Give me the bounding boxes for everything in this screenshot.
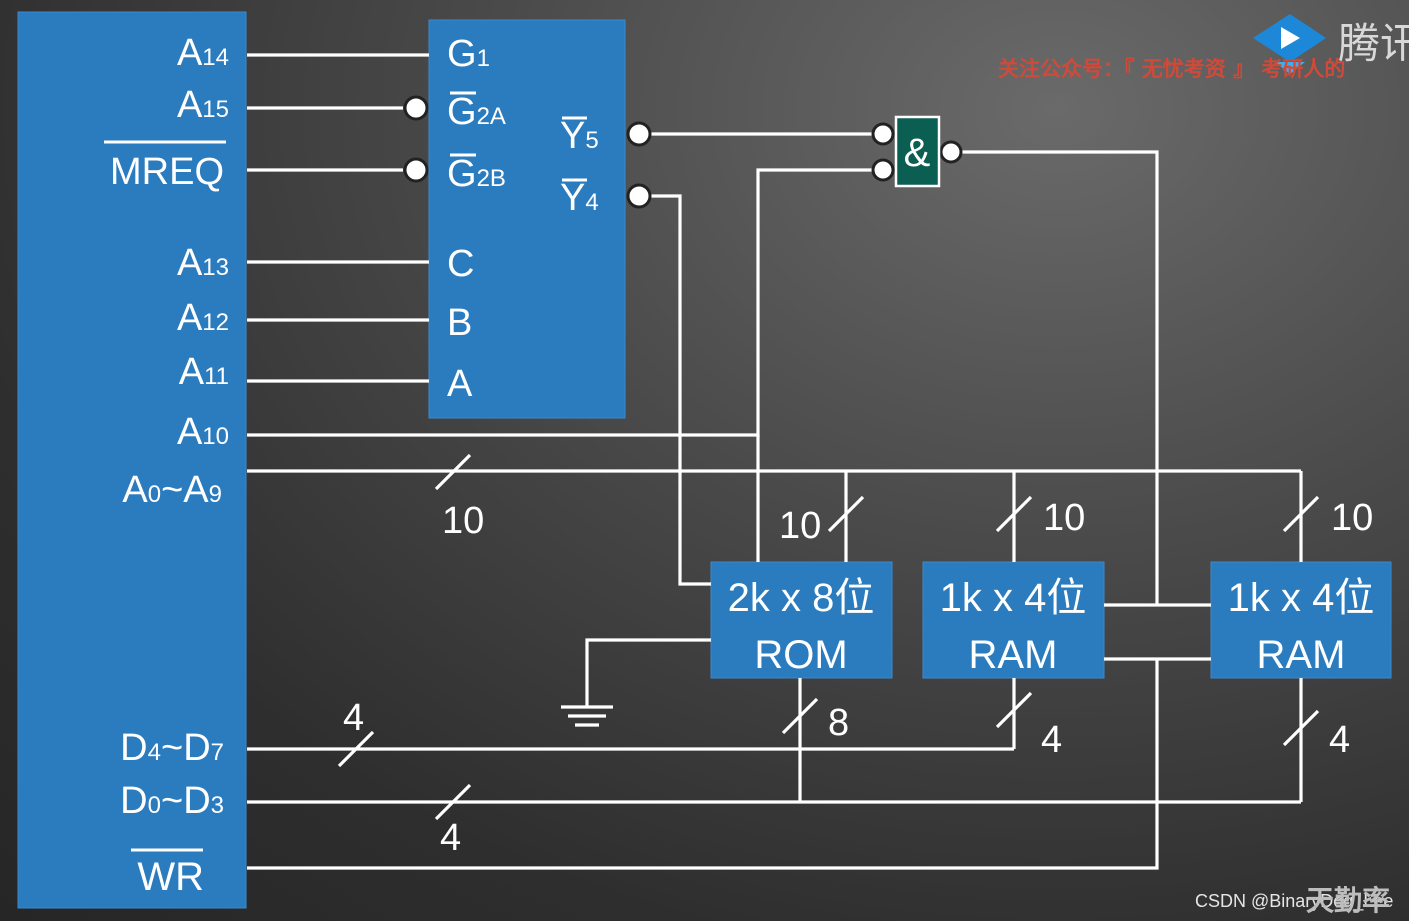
width-ram2-data: 4 <box>1329 719 1350 761</box>
ram2-label-2: RAM <box>1257 633 1346 677</box>
ram1-label-2: RAM <box>969 633 1058 677</box>
dec-in-g1: G1 <box>447 33 490 75</box>
slash-ram2-data <box>1282 709 1320 747</box>
decoder-block <box>428 19 626 419</box>
width-addr-main: 10 <box>442 500 484 542</box>
slash-rom-addr <box>827 495 865 533</box>
pin-a13: A13 <box>177 242 229 284</box>
ram2-label-1: 1k x 4位 <box>1228 576 1375 620</box>
wire-y4-rom <box>651 194 711 586</box>
width-rom-addr: 10 <box>779 505 821 547</box>
promo-watermark: 关注公众号：『 无忧考资 』 考研人的 <box>998 57 1345 81</box>
pin-a15: A15 <box>177 84 229 126</box>
dec-in-g2a: G2A <box>447 91 506 133</box>
slash-data-lo <box>434 783 472 821</box>
pin-a11: A11 <box>179 351 229 393</box>
ram1-label-1: 1k x 4位 <box>940 576 1087 620</box>
rom-label-1: 2k x 8位 <box>728 576 875 620</box>
dec-in-b: B <box>447 302 472 344</box>
slash-ram1-addr <box>995 495 1033 533</box>
slash-addr-main <box>434 453 472 491</box>
width-data-hi: 4 <box>343 697 364 739</box>
pin-mreq: MREQ <box>110 151 224 193</box>
pin-a12: A12 <box>177 297 229 339</box>
bubble-gate-in2 <box>871 158 895 182</box>
bubble-gate-out <box>939 140 963 164</box>
slash-rom-data <box>781 697 819 735</box>
dec-in-a: A <box>447 363 473 405</box>
brand-watermark: 腾讯 <box>1338 19 1409 68</box>
and-gate <box>894 115 941 188</box>
tencent-logo <box>1253 14 1326 74</box>
dec-in-c: C <box>447 243 474 285</box>
dec-out-y5: Y5 <box>560 115 599 157</box>
pin-data-lo: D0~D3 <box>120 780 224 822</box>
wires <box>247 53 1320 870</box>
bubble-gate-in1 <box>871 122 895 146</box>
width-rom-data: 8 <box>828 702 849 744</box>
rom-label-2: ROM <box>754 633 847 677</box>
and-gate-symbol: & <box>904 131 931 175</box>
width-ram2-addr: 10 <box>1331 497 1373 539</box>
pin-wr: WR <box>137 855 204 899</box>
bottom-watermark: 天勤率 <box>1306 884 1390 917</box>
pin-a10: A10 <box>177 411 229 453</box>
bubble-y4 <box>626 183 652 209</box>
ram1-chip <box>922 561 1105 679</box>
bubble-y5 <box>626 121 652 147</box>
slash-data-hi <box>337 730 375 768</box>
slash-ram1-data <box>995 691 1033 729</box>
bubble-g2a <box>403 95 429 121</box>
wire-wr <box>247 659 1159 870</box>
width-data-lo: 4 <box>440 817 461 859</box>
slash-ram2-addr <box>1282 495 1320 533</box>
width-ram1-data: 4 <box>1041 719 1062 761</box>
pin-data-hi: D4~D7 <box>120 727 224 769</box>
bubble-g2b <box>403 157 429 183</box>
wire-gate-out <box>962 150 1159 605</box>
dec-out-y4: Y4 <box>560 177 599 219</box>
rom-chip <box>710 561 893 679</box>
wire-a10-gate <box>247 168 872 437</box>
pin-addr-bus: A0~A9 <box>122 469 222 511</box>
dec-in-g2b: G2B <box>447 153 506 195</box>
csdn-credit: CSDN @BinaryDog_Lee <box>1195 891 1393 912</box>
wire-rom-gnd <box>585 638 711 707</box>
pin-a14: A14 <box>177 32 229 74</box>
width-ram1-addr: 10 <box>1043 497 1085 539</box>
cpu-block <box>17 11 247 909</box>
